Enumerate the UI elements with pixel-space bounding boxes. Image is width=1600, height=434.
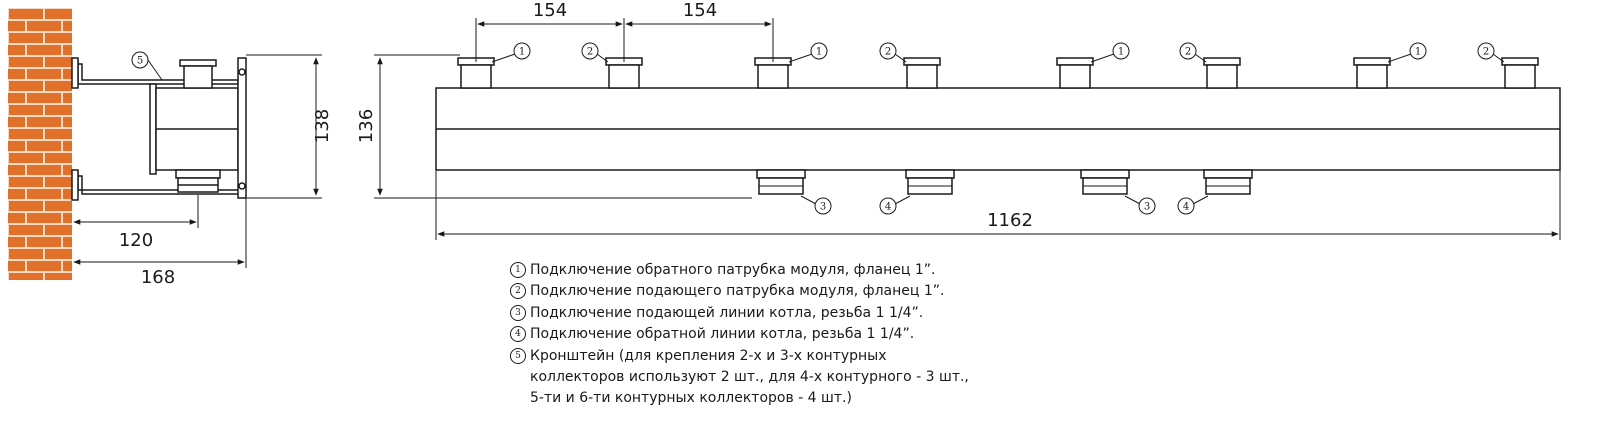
back-plate <box>237 57 247 199</box>
wall-plate-bottom <box>71 169 79 201</box>
flange-marker: 2 <box>581 42 609 63</box>
legend-item-2: 2 Подключение подающего патрубка модуля,… <box>510 281 1110 303</box>
side-fitting-bottom <box>175 169 221 179</box>
dim-spacing-a: 154 <box>533 0 567 21</box>
fitting-marker-label: 3 <box>1144 202 1150 213</box>
flange-marker-label: 1 <box>519 47 525 58</box>
dim-front-height: 136 <box>356 109 377 143</box>
top-flange <box>754 57 792 89</box>
dim-total-length: 1162 <box>987 210 1033 231</box>
flange-marker-label: 2 <box>1483 47 1489 58</box>
flange-marker-label: 2 <box>587 47 593 58</box>
side-flange-top <box>179 59 217 67</box>
flange-marker: 1 <box>788 42 828 63</box>
flange-marker: 2 <box>1179 42 1207 63</box>
flange-marker-label: 1 <box>1118 47 1124 58</box>
legend: 1 Подключение обратного патрубка модуля,… <box>510 259 1110 410</box>
legend-marker-1: 1 <box>510 261 526 278</box>
flange-marker: 2 <box>1477 42 1505 63</box>
legend-text-5-cont-1: коллекторов используют 2 шт., для 4-х ко… <box>530 368 969 385</box>
bottom-fitting <box>1203 169 1253 195</box>
dim-depth: 168 <box>141 267 175 288</box>
bottom-fitting <box>905 169 955 195</box>
flange-marker-label: 1 <box>1415 47 1421 58</box>
legend-text-5: Кронштейн (для крепления 2-х и 3-х конту… <box>530 347 887 364</box>
brick-wall <box>8 8 72 280</box>
top-flange <box>457 57 495 89</box>
legend-marker-2: 2 <box>510 283 526 300</box>
flange-marker: 2 <box>879 42 907 63</box>
legend-text-2: Подключение подающего патрубка модуля, ф… <box>530 283 945 300</box>
fitting-marker: 4 <box>1177 195 1209 215</box>
fitting-marker-label: 4 <box>1183 202 1189 213</box>
front-markers: 1 2 1 2 1 2 1 2 3 4 3 4 <box>491 42 1505 215</box>
flange-marker: 1 <box>1387 42 1427 63</box>
fitting-marker: 4 <box>879 195 911 215</box>
wall-plate-top <box>71 57 79 89</box>
fitting-marker: 3 <box>800 195 832 215</box>
flange-marker: 1 <box>1090 42 1130 63</box>
dim-bracket-offset: 120 <box>119 230 153 251</box>
legend-item-3: 3 Подключение подающей линии котла, резь… <box>510 302 1110 324</box>
marker-5-label: 5 <box>137 56 143 67</box>
dim-spacing-b: 154 <box>683 0 717 21</box>
side-dimensions <box>73 54 322 268</box>
legend-text-4: Подключение обратной линии котла, резьба… <box>530 326 915 343</box>
bottom-fittings <box>756 169 1253 195</box>
flange-marker-label: 1 <box>816 47 822 58</box>
legend-marker-3: 3 <box>510 304 526 321</box>
top-flange <box>1056 57 1094 89</box>
side-view <box>71 57 247 201</box>
front-dimensions <box>374 18 1561 240</box>
marker-5-side: 5 <box>131 51 163 81</box>
top-flanges <box>457 57 1539 89</box>
legend-item-5: 5 Кронштейн (для крепления 2-х и 3-х кон… <box>510 345 1110 367</box>
bracket-stem <box>149 83 157 175</box>
bottom-fitting <box>1080 169 1130 195</box>
top-flange <box>903 57 941 89</box>
legend-marker-5: 5 <box>510 347 526 364</box>
top-flange <box>1203 57 1241 89</box>
legend-text-1: Подключение обратного патрубка модуля, ф… <box>530 261 936 278</box>
top-flange <box>1353 57 1391 89</box>
flange-marker-label: 2 <box>885 47 891 58</box>
legend-marker-4: 4 <box>510 326 526 343</box>
top-flange <box>605 57 643 89</box>
fitting-marker: 3 <box>1124 195 1156 215</box>
legend-item-4: 4 Подключение обратной линии котла, резь… <box>510 324 1110 346</box>
top-flange <box>1501 57 1539 89</box>
fitting-marker-label: 3 <box>820 202 826 213</box>
legend-text-3: Подключение подающей линии котла, резьба… <box>530 304 924 321</box>
bottom-fitting <box>756 169 806 195</box>
front-view <box>435 87 1561 171</box>
dim-side-height: 138 <box>312 109 333 143</box>
legend-item-1: 1 Подключение обратного патрубка модуля,… <box>510 259 1110 281</box>
flange-marker-label: 2 <box>1185 47 1191 58</box>
flange-marker: 1 <box>491 42 531 63</box>
legend-text-5-cont-2: 5-ти и 6-ти контурных коллекторов - 4 шт… <box>530 390 852 406</box>
fitting-marker-label: 4 <box>885 202 891 213</box>
